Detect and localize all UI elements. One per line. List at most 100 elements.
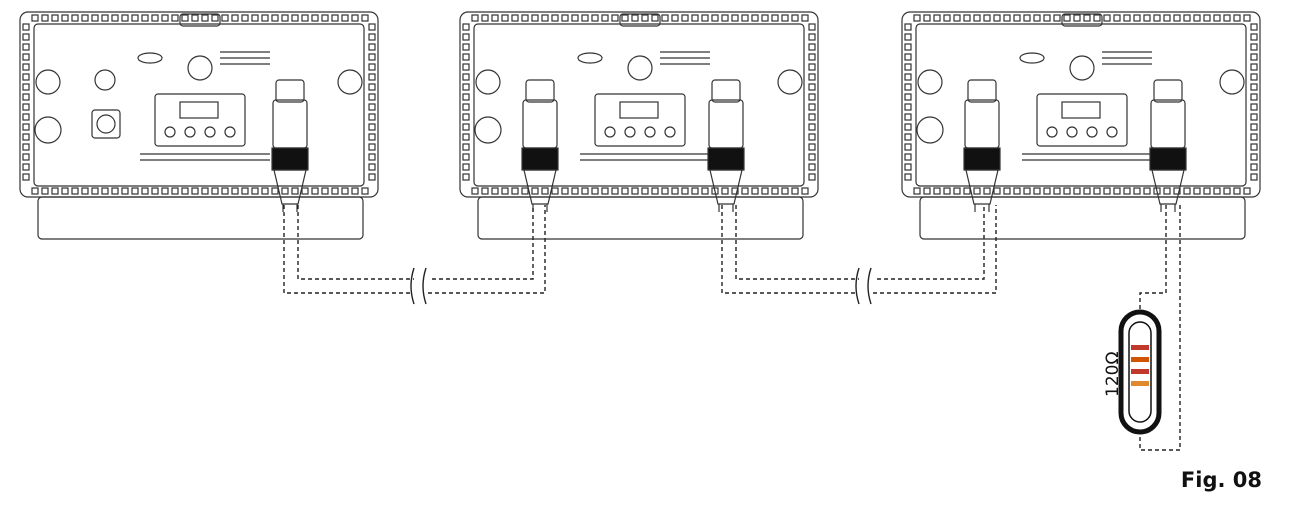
vent-fin	[91, 187, 99, 195]
vent-fin	[1103, 187, 1111, 195]
vent-fin	[701, 187, 709, 195]
vent-fin	[368, 153, 376, 161]
vent-fin	[231, 14, 239, 22]
vent-fin	[31, 14, 39, 22]
xlr-grip	[1149, 147, 1187, 171]
vent-fin	[791, 14, 799, 22]
vent-fin	[808, 123, 816, 131]
vent-fin	[1233, 14, 1241, 22]
vent-fin	[541, 187, 549, 195]
menu-button	[204, 126, 216, 138]
vent-fin	[561, 14, 569, 22]
vent-fin	[943, 187, 951, 195]
vent-fin	[462, 63, 470, 71]
vent-fin	[913, 14, 921, 22]
vent-fin	[1203, 187, 1211, 195]
vent-fin	[1250, 23, 1258, 31]
knob-right	[1219, 69, 1245, 95]
vent-fin	[531, 14, 539, 22]
vent-fin	[251, 14, 259, 22]
knob-left	[35, 69, 61, 95]
vent-fin	[761, 14, 769, 22]
power-socket	[91, 109, 121, 139]
vent-fin	[1113, 14, 1121, 22]
rear-panel	[473, 23, 805, 187]
vent-fin	[181, 14, 189, 22]
vent-fin	[91, 14, 99, 22]
xlr-grip	[271, 147, 309, 171]
vent-fin	[462, 43, 470, 51]
vent-fin	[791, 187, 799, 195]
xlr-connector-dmx-out	[1149, 79, 1187, 212]
menu-button	[224, 126, 236, 138]
vent-fin	[681, 187, 689, 195]
vent-fin	[301, 187, 309, 195]
vent-fin	[291, 14, 299, 22]
vent-fin	[904, 33, 912, 41]
vent-fin	[511, 187, 519, 195]
control-panel	[1036, 93, 1128, 147]
dmx-cable-1-c	[428, 205, 546, 294]
dmx-cable-1	[283, 205, 410, 294]
vent-fin	[711, 187, 719, 195]
fuse-holder	[187, 55, 213, 81]
knob-right	[337, 69, 363, 95]
vent-fin	[261, 187, 269, 195]
vent-fin	[1163, 14, 1171, 22]
vent-fin	[1213, 187, 1221, 195]
vent-fin	[231, 187, 239, 195]
display	[619, 101, 659, 119]
vent-fin	[808, 113, 816, 121]
vent-fin	[571, 14, 579, 22]
vent-fin	[41, 187, 49, 195]
vent-fin	[321, 187, 329, 195]
vent-fin	[721, 14, 729, 22]
vent-fin	[904, 173, 912, 181]
fuse-holder	[627, 55, 653, 81]
vent-fin	[41, 14, 49, 22]
vent-fin	[808, 163, 816, 171]
xlr-latch	[1153, 79, 1183, 103]
vent-fin	[341, 14, 349, 22]
knob-right	[777, 69, 803, 95]
break-mark-2b	[867, 267, 872, 305]
vent-fin	[501, 14, 509, 22]
vent-fin	[904, 83, 912, 91]
vent-fin	[808, 153, 816, 161]
vent-fin	[781, 187, 789, 195]
vent-fin	[1213, 14, 1221, 22]
xlr-boot	[1151, 169, 1185, 205]
vent-fin	[521, 187, 529, 195]
vent-fin	[462, 173, 470, 181]
vent-fin	[368, 23, 376, 31]
vent-fin	[671, 14, 679, 22]
vent-fin	[22, 33, 30, 41]
resistor-band	[1131, 345, 1149, 350]
vent-fin	[511, 14, 519, 22]
vent-fin	[1053, 187, 1061, 195]
xlr-latch	[711, 79, 741, 103]
vent-fin	[1153, 14, 1161, 22]
resistor-band	[1131, 381, 1149, 386]
vent-fin	[1113, 187, 1121, 195]
vent-fin	[311, 187, 319, 195]
vent-fin	[973, 14, 981, 22]
vent-fin	[462, 143, 470, 151]
vent-fin	[1143, 187, 1151, 195]
brand-logo	[137, 52, 163, 64]
knob-left-2	[916, 116, 944, 144]
vent-fin	[1123, 14, 1131, 22]
menu-button	[1086, 126, 1098, 138]
vent-fin	[61, 14, 69, 22]
xlr-body	[964, 99, 1000, 149]
brand-logo	[1019, 52, 1045, 64]
vent-fin	[1250, 53, 1258, 61]
vent-fin	[462, 23, 470, 31]
dmx-cables	[283, 205, 1181, 451]
unit-1	[19, 11, 379, 240]
knob-left-2	[474, 116, 502, 144]
dmx-cable-2	[721, 205, 855, 294]
vent-fin	[361, 187, 369, 195]
vent-fin	[331, 14, 339, 22]
